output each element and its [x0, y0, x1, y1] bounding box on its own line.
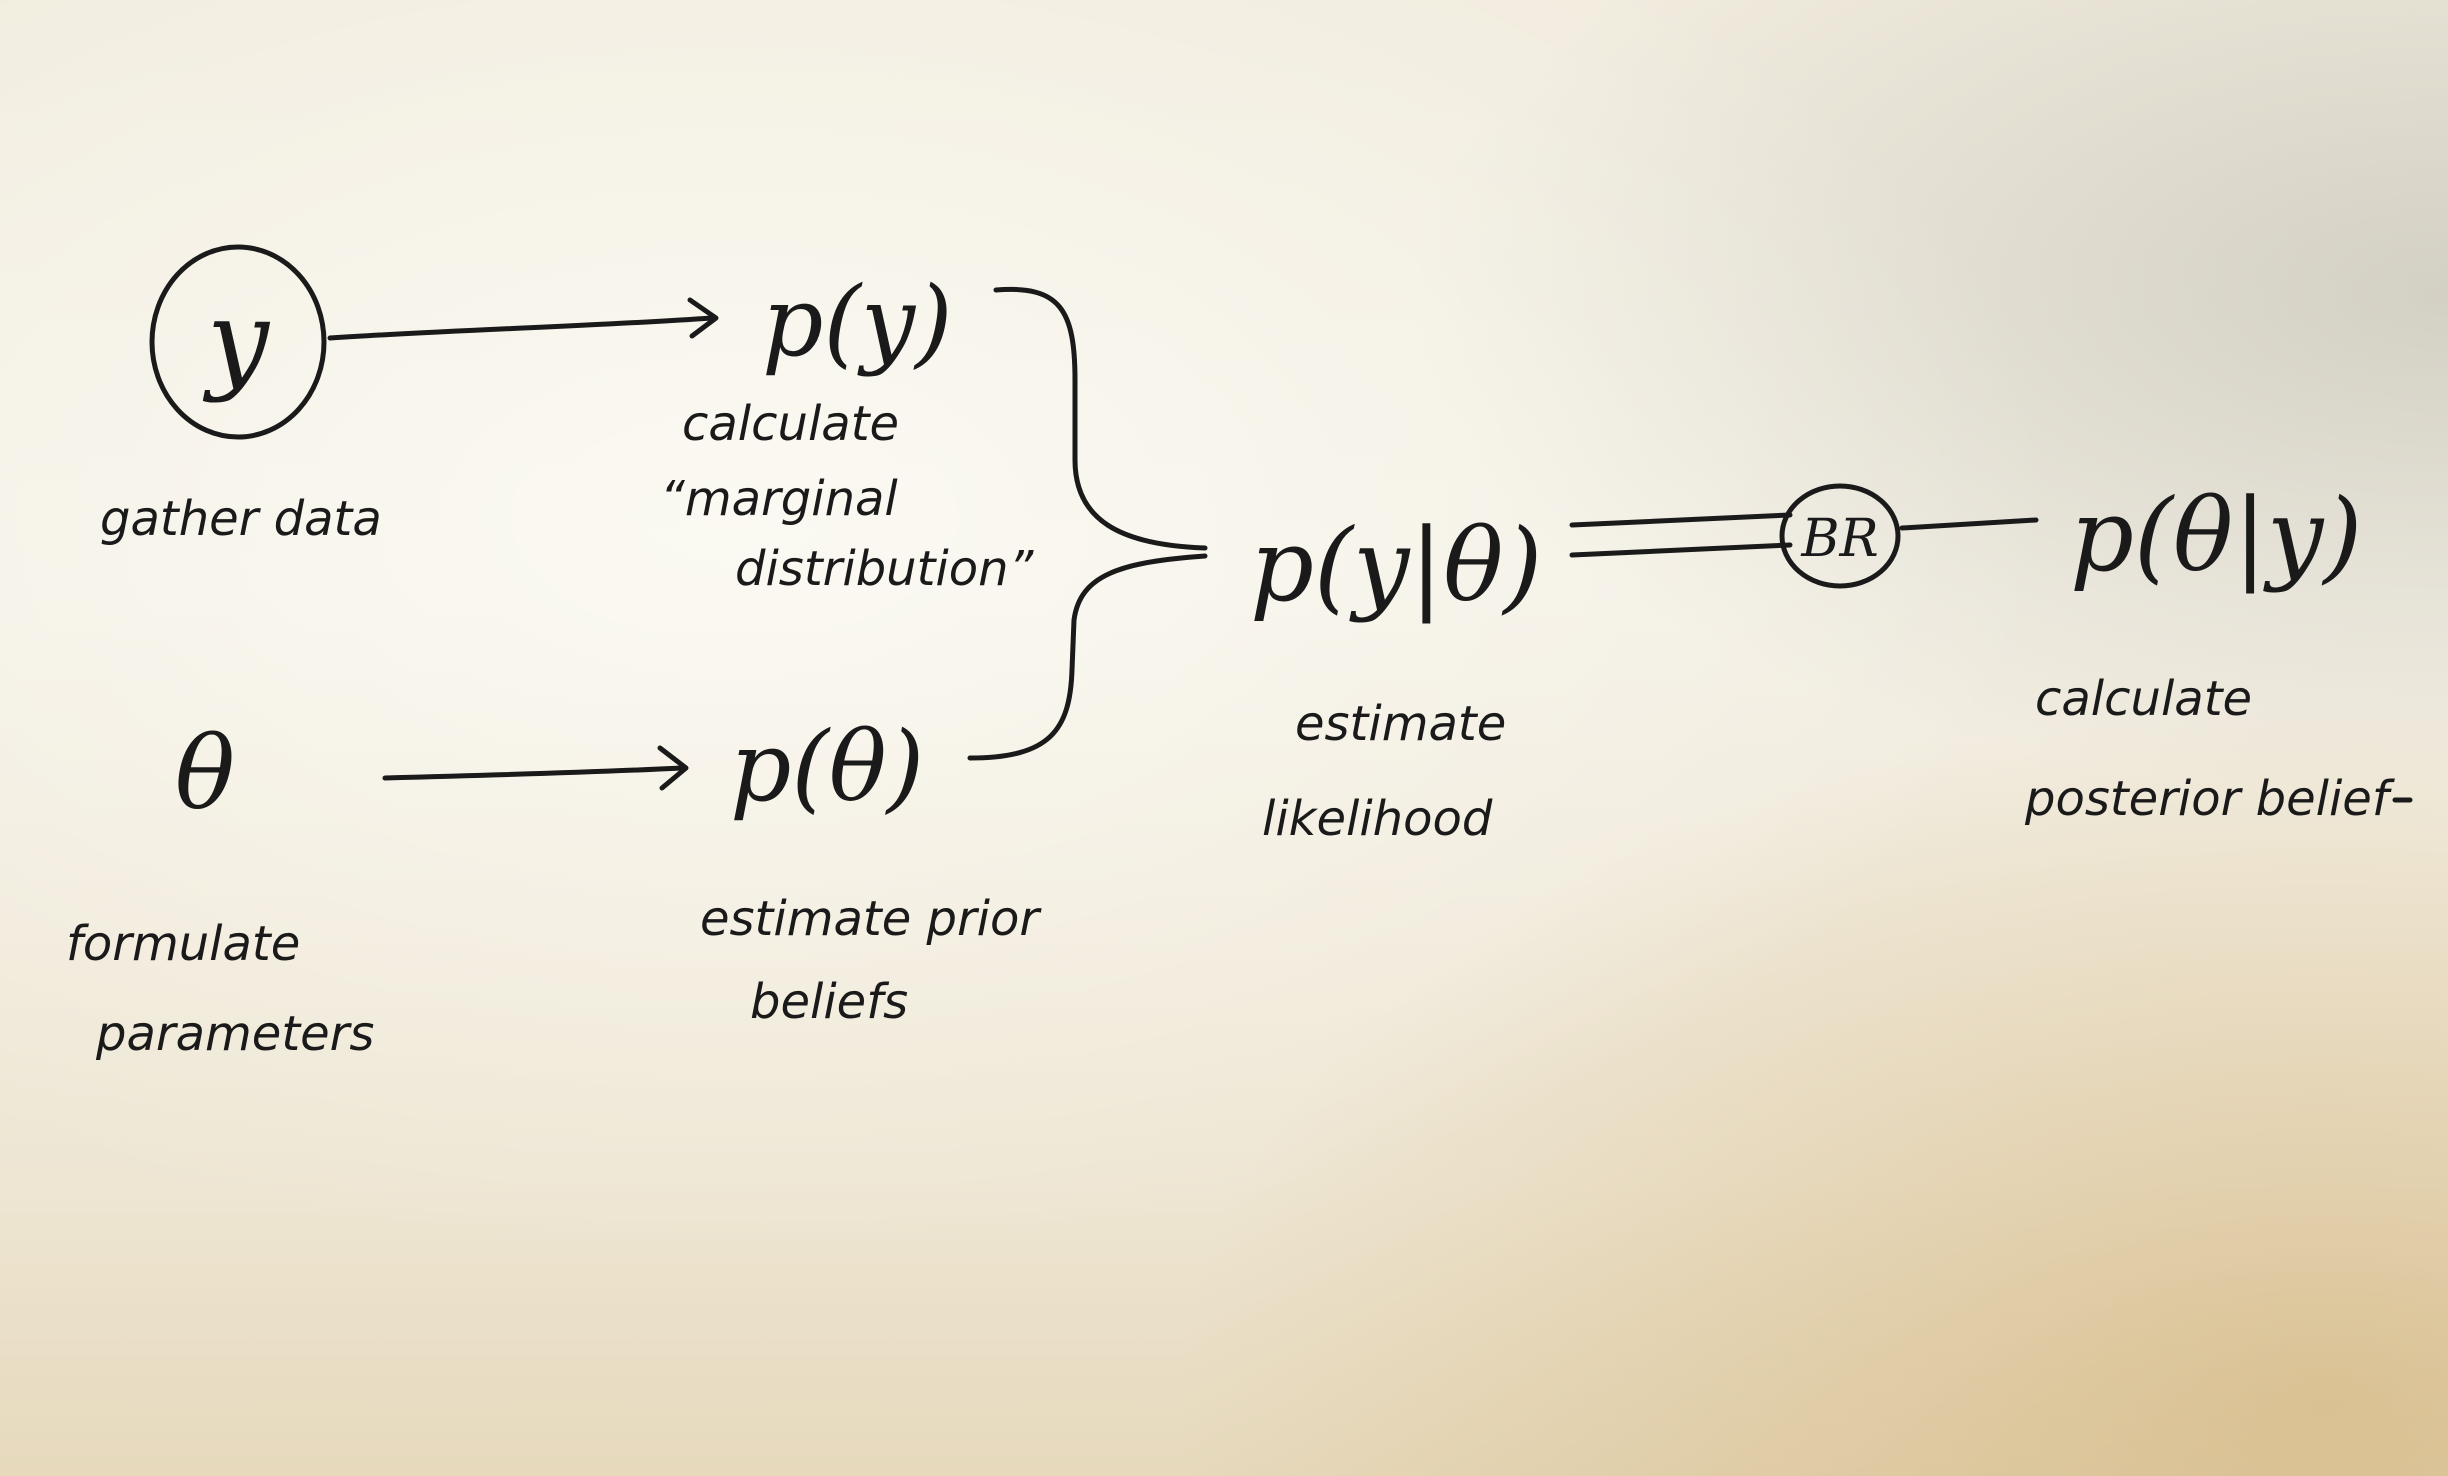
- posterior-node: p(θ|y) calculate posterior belief: [2024, 477, 2413, 827]
- posterior-expression: p(θ|y): [2070, 477, 2362, 594]
- param-node-symbol: θ: [175, 715, 235, 832]
- converging-brace: [967, 286, 1208, 761]
- line-to-posterior: [1899, 517, 2039, 531]
- likelihood-node: p(y|θ) estimate likelihood: [1250, 507, 1542, 847]
- likelihood-caption-line2: likelihood: [1262, 791, 1493, 847]
- prior-expression: p(θ): [730, 711, 924, 823]
- bayes-rule-circle: [1779, 483, 1901, 589]
- param-node: θ formulate parameters: [66, 715, 374, 1062]
- posterior-caption-line1: calculate: [2035, 671, 2252, 727]
- marginal-expression: p(y): [762, 266, 953, 378]
- marginal-caption-line2: “marginal: [660, 471, 898, 527]
- data-node-caption: gather data: [100, 491, 382, 547]
- prior-caption-line1: estimate prior: [700, 891, 1042, 947]
- data-node: y gather data: [100, 244, 382, 547]
- data-node-symbol: y: [202, 276, 271, 404]
- data-node-circle: [149, 244, 327, 440]
- bayes-rule-symbol: BR: [1800, 509, 1878, 569]
- posterior-caption-line2: posterior belief: [2024, 771, 2395, 827]
- param-node-caption-line1: formulate: [66, 916, 300, 972]
- likelihood-expression: p(y|θ): [1250, 507, 1542, 624]
- double-line-to-bayes-rule: [1569, 512, 1793, 558]
- prior-node: p(θ) estimate prior beliefs: [700, 711, 1042, 1030]
- likelihood-caption-line1: estimate: [1295, 696, 1506, 752]
- bayes-rule-node: BR: [1779, 483, 1901, 589]
- marginal-node: p(y) calculate “marginal distribution”: [660, 266, 1035, 597]
- prior-caption-line2: beliefs: [750, 974, 908, 1030]
- marginal-caption-line1: calculate: [682, 396, 899, 452]
- param-node-caption-line2: parameters: [95, 1006, 374, 1062]
- marginal-caption-line3: distribution”: [735, 541, 1035, 597]
- arrow-data-to-marginal: [327, 297, 719, 341]
- arrow-param-to-prior: [382, 745, 689, 791]
